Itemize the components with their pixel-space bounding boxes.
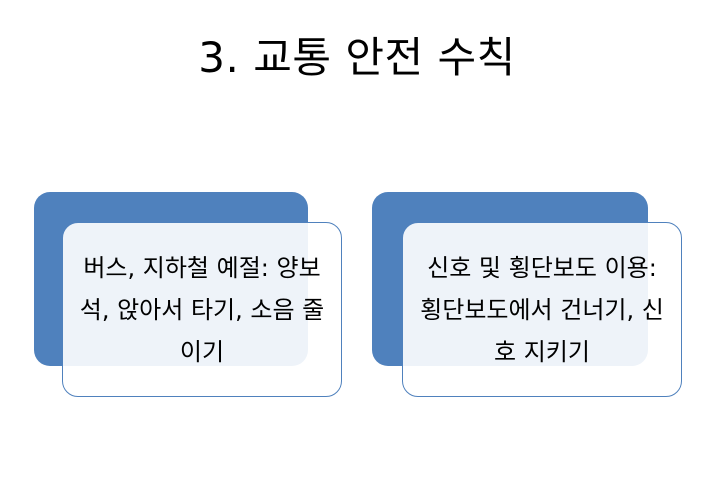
slide-title: 3. 교통 안전 수칙 bbox=[198, 33, 516, 82]
card-right: 신호 및 횡단보도 이용: 횡단보도에서 건너기, 신호 지키기 bbox=[402, 222, 682, 397]
card-left-text: 버스, 지하철 예절: 양보석, 앉아서 타기, 소음 줄이기 bbox=[79, 253, 325, 366]
card-left: 버스, 지하철 예절: 양보석, 앉아서 타기, 소음 줄이기 bbox=[62, 222, 342, 397]
card-right-text: 신호 및 횡단보도 이용: 횡단보도에서 건너기, 신호 지키기 bbox=[420, 253, 664, 366]
